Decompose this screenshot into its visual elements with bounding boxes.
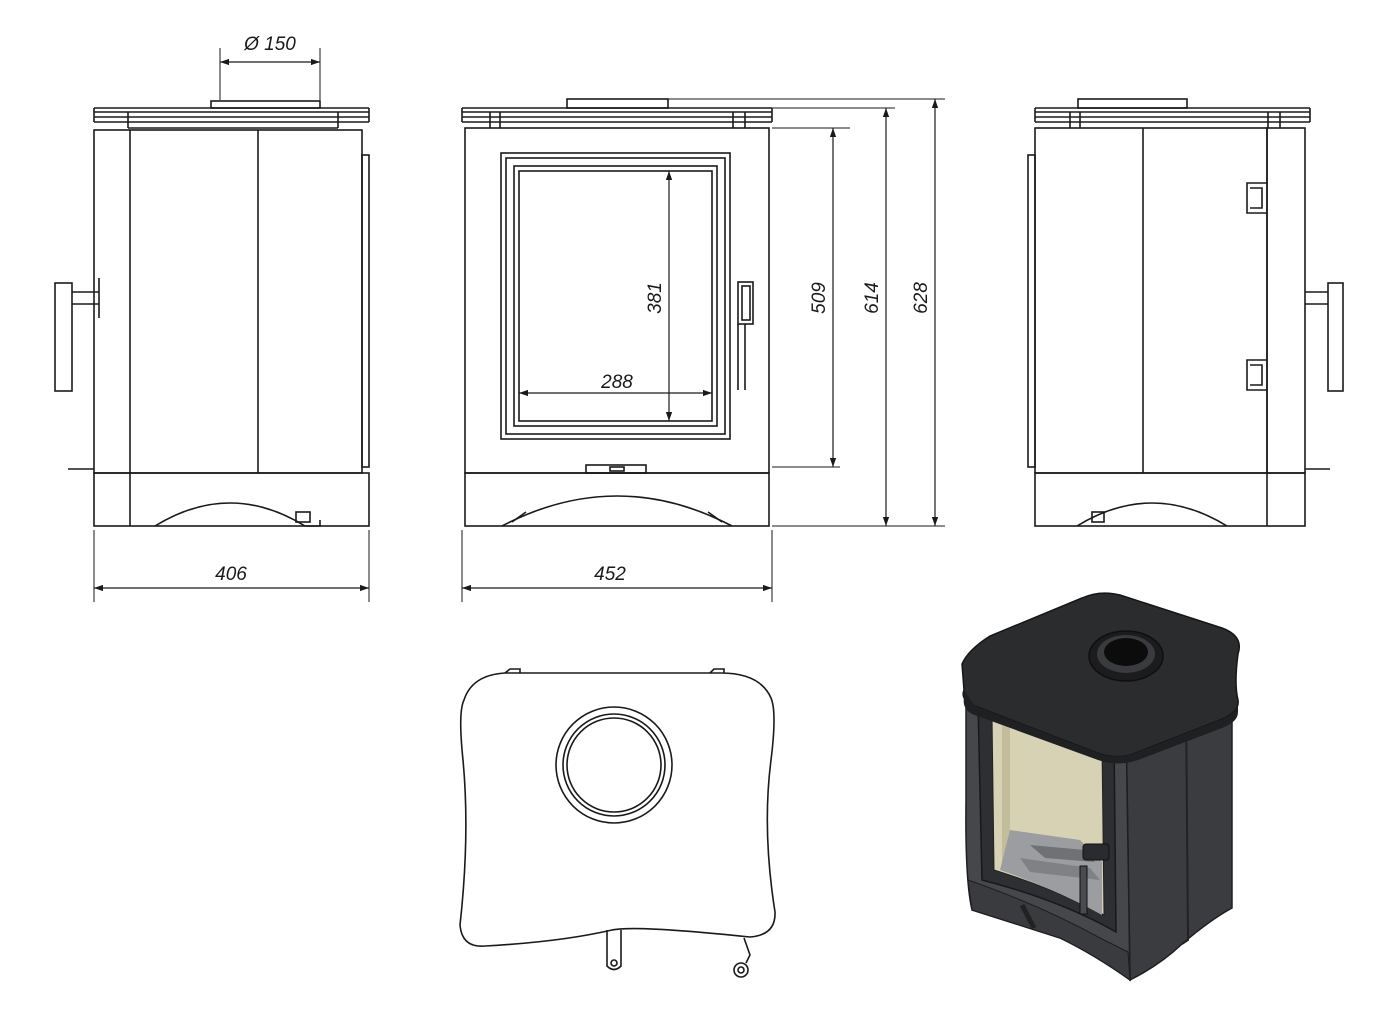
side-view-right [1027, 98, 1344, 527]
side-view-left: Ø 150 406 [54, 34, 370, 602]
dim-door-height: 509 [809, 282, 830, 314]
stove-3d-view [961, 592, 1240, 982]
dim-body-height: 614 [862, 282, 883, 314]
dim-total-height: 628 [911, 282, 932, 314]
dim-glass-height: 381 [645, 282, 666, 314]
top-view [459, 668, 776, 978]
dim-side-width: 406 [215, 564, 247, 585]
front-view: 381 288 452 509 614 628 [461, 98, 945, 602]
dim-glass-width: 288 [600, 372, 633, 393]
dim-flue-diameter: Ø 150 [243, 34, 296, 55]
dim-front-width: 452 [594, 564, 626, 585]
